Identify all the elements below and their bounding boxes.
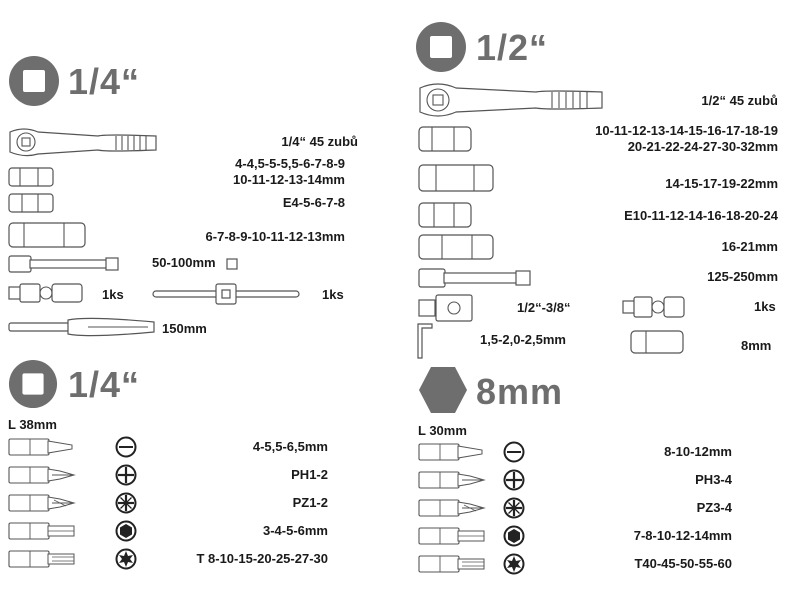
universal-joint-half	[622, 296, 685, 318]
spinner-handle	[8, 317, 155, 337]
e-socket-half	[418, 202, 472, 228]
spark-plug-socket	[418, 234, 494, 260]
phillips-icon	[503, 469, 525, 491]
ratchet-handle	[9, 128, 157, 157]
bit-length-label-right: L 30mm	[418, 423, 467, 438]
e-socket	[8, 193, 54, 213]
section-header-half-inch: 1/2“	[476, 27, 549, 68]
bit-size-label: PH1-2	[291, 467, 328, 482]
universal-joint-half-qty: 1ks	[754, 299, 776, 314]
bit-size-label: 8-10-12mm	[664, 444, 732, 459]
extension-label: 50-100mm	[152, 255, 216, 270]
ratchet-label: 1/4“ 45 zubů	[281, 134, 358, 149]
bit-torx	[418, 555, 485, 573]
bit-size-label: 7-8-10-12-14mm	[633, 528, 732, 543]
universal-joint-qty: 1ks	[102, 287, 124, 302]
hex-key	[417, 323, 433, 359]
slotted-icon	[503, 441, 525, 463]
socket-sizes-label: 4-4,5-5-5,5-6-7-8-9	[235, 156, 345, 171]
adapter-small	[226, 258, 238, 270]
spark-plug-socket-label: 16-21mm	[721, 239, 778, 254]
socket-half-sizes-2: 20-21-22-24-27-30-32mm	[627, 139, 778, 154]
square-drive-icon	[9, 56, 59, 106]
deep-socket-label: 6-7-8-9-10-11-12-13mm	[205, 229, 345, 244]
sliding-t-bar	[152, 283, 300, 305]
bit-slotted	[8, 438, 73, 456]
bit-size-label: 3-4-5-6mm	[262, 523, 328, 538]
deep-socket-half	[418, 164, 494, 192]
bit-size-label: 4-5,5-6,5mm	[252, 439, 328, 454]
ratchet-handle-half	[419, 83, 603, 117]
extension-half-label: 125-250mm	[707, 269, 778, 284]
section-header-bits-8mm: 8mm	[476, 371, 564, 412]
extension-bar-half	[418, 268, 531, 288]
hex-icon	[115, 520, 137, 542]
short-socket	[8, 167, 54, 187]
deep-socket	[8, 222, 86, 248]
small-socket-8mm	[630, 330, 684, 354]
socket-half-sizes: 10-11-12-13-14-15-16-17-18-19	[595, 123, 778, 138]
torx-icon	[503, 553, 525, 575]
universal-joint	[8, 283, 83, 303]
bit-length-label: L 38mm	[8, 417, 57, 432]
reducer-adapter-label: 1/2“-3/8“	[517, 300, 571, 315]
bit-size-label: T 8-10-15-20-25-27-30	[196, 551, 328, 566]
bit-slotted	[418, 443, 483, 461]
bit-torx	[8, 550, 75, 568]
e-socket-half-label: E10-11-12-14-16-18-20-24	[624, 208, 778, 223]
hex-drive-icon	[419, 367, 467, 413]
hex-key-label: 1,5-2,0-2,5mm	[480, 332, 566, 347]
slotted-icon	[115, 436, 137, 458]
section-header-quarter-inch: 1/4“	[68, 61, 141, 102]
bit-hex	[418, 527, 485, 545]
bit-size-label: PH3-4	[695, 472, 732, 487]
spinner-length-label: 150mm	[162, 321, 207, 336]
bit-pozidriv	[418, 499, 486, 517]
square-drive-icon-large	[416, 22, 466, 72]
socket-sizes-label-2: 10-11-12-13-14mm	[232, 172, 345, 187]
bit-phillips	[8, 466, 76, 484]
hex-icon	[503, 525, 525, 547]
phillips-icon	[115, 464, 137, 486]
small-socket-label: 8mm	[741, 338, 772, 353]
section-header-bits-quarter: 1/4“	[68, 364, 141, 405]
square-drive-icon-bits	[8, 359, 58, 409]
pozidriv-icon	[503, 497, 525, 519]
reducer-adapter	[418, 294, 473, 322]
bit-hex	[8, 522, 75, 540]
bit-size-label: PZ1-2	[292, 495, 328, 510]
bit-phillips	[418, 471, 486, 489]
deep-socket-half-label: 14-15-17-19-22mm	[665, 176, 778, 191]
short-socket-half	[418, 126, 472, 152]
pozidriv-icon	[115, 492, 137, 514]
bit-pozidriv	[8, 494, 76, 512]
torx-icon	[115, 548, 137, 570]
t-bar-qty: 1ks	[322, 287, 344, 302]
bit-size-label: PZ3-4	[696, 500, 732, 515]
ratchet-half-label: 1/2“ 45 zubů	[701, 93, 778, 108]
e-socket-label: E4-5-6-7-8	[282, 195, 345, 210]
bit-size-label: T40-45-50-55-60	[634, 556, 732, 571]
extension-bar	[8, 255, 119, 273]
